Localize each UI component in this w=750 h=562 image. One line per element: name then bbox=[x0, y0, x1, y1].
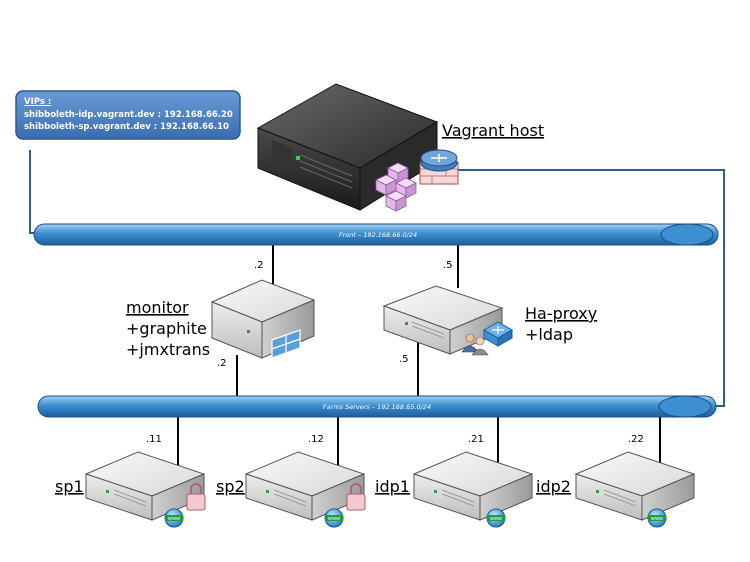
haproxy-server bbox=[382, 285, 504, 355]
idp2-ip: .22 bbox=[628, 434, 644, 445]
idp1-ip: .21 bbox=[468, 434, 484, 445]
sp1-label: sp1 bbox=[55, 477, 84, 496]
sp2-label: sp2 bbox=[216, 477, 245, 496]
www-icon: www bbox=[647, 508, 667, 528]
vip-line-sp: shibboleth-sp.vagrant.dev : 192.168.66.1… bbox=[24, 122, 229, 132]
sp1-ip: .11 bbox=[146, 434, 162, 445]
svg-text:www: www bbox=[490, 516, 502, 522]
idp2-label: idp2 bbox=[536, 477, 571, 496]
idp2-server bbox=[574, 451, 696, 521]
www-icon: www bbox=[324, 508, 344, 528]
svg-text:www: www bbox=[168, 516, 180, 522]
svg-text:www: www bbox=[328, 516, 340, 522]
vip-link bbox=[29, 150, 48, 234]
switch-icon bbox=[482, 321, 514, 347]
users-icon bbox=[461, 333, 489, 356]
monitor-jmxtrans-label: +jmxtrans bbox=[126, 340, 210, 359]
haproxy-front-ip: .5 bbox=[443, 260, 453, 271]
vips-box: VIPs : shibboleth-idp.vagrant.dev : 192.… bbox=[15, 90, 241, 140]
monitor-farm-ip: .2 bbox=[217, 358, 227, 369]
haproxy-label: Ha-proxy bbox=[525, 304, 597, 323]
cube-cluster-icon bbox=[375, 162, 417, 212]
haproxy-ldap-label: +ldap bbox=[525, 325, 573, 344]
idp1-label: idp1 bbox=[375, 477, 410, 496]
farm-network-bus: Farms Servers – 192.168.65.0/24 bbox=[37, 395, 717, 418]
drop-lines bbox=[177, 244, 661, 470]
sp2-ip: .12 bbox=[308, 434, 324, 445]
idp1-server bbox=[412, 451, 534, 521]
svg-text:www: www bbox=[651, 516, 663, 522]
lock-icon bbox=[186, 483, 206, 511]
www-icon: www bbox=[486, 508, 506, 528]
vip-line-idp: shibboleth-idp.vagrant.dev : 192.168.66.… bbox=[24, 110, 233, 120]
router-icon bbox=[419, 149, 459, 185]
sp2-server bbox=[244, 451, 366, 521]
haproxy-farm-ip: .5 bbox=[399, 354, 409, 365]
window-grid-icon bbox=[271, 329, 301, 359]
www-icon: www bbox=[164, 508, 184, 528]
vagrant-host-label: Vagrant host bbox=[442, 121, 544, 140]
lock-icon bbox=[346, 483, 366, 511]
vips-title: VIPs : bbox=[24, 97, 51, 107]
front-network-bus: Front – 192.168.66.0/24 bbox=[33, 223, 719, 246]
host-link bbox=[458, 169, 725, 407]
sp1-server bbox=[84, 451, 206, 521]
monitor-graphite-label: +graphite bbox=[126, 319, 207, 338]
monitor-front-ip: .2 bbox=[254, 260, 264, 271]
front-network-label: Front – 192.168.66.0/24 bbox=[339, 231, 417, 239]
monitor-label: monitor bbox=[126, 298, 189, 317]
farm-network-label: Farms Servers – 192.168.65.0/24 bbox=[323, 403, 431, 411]
